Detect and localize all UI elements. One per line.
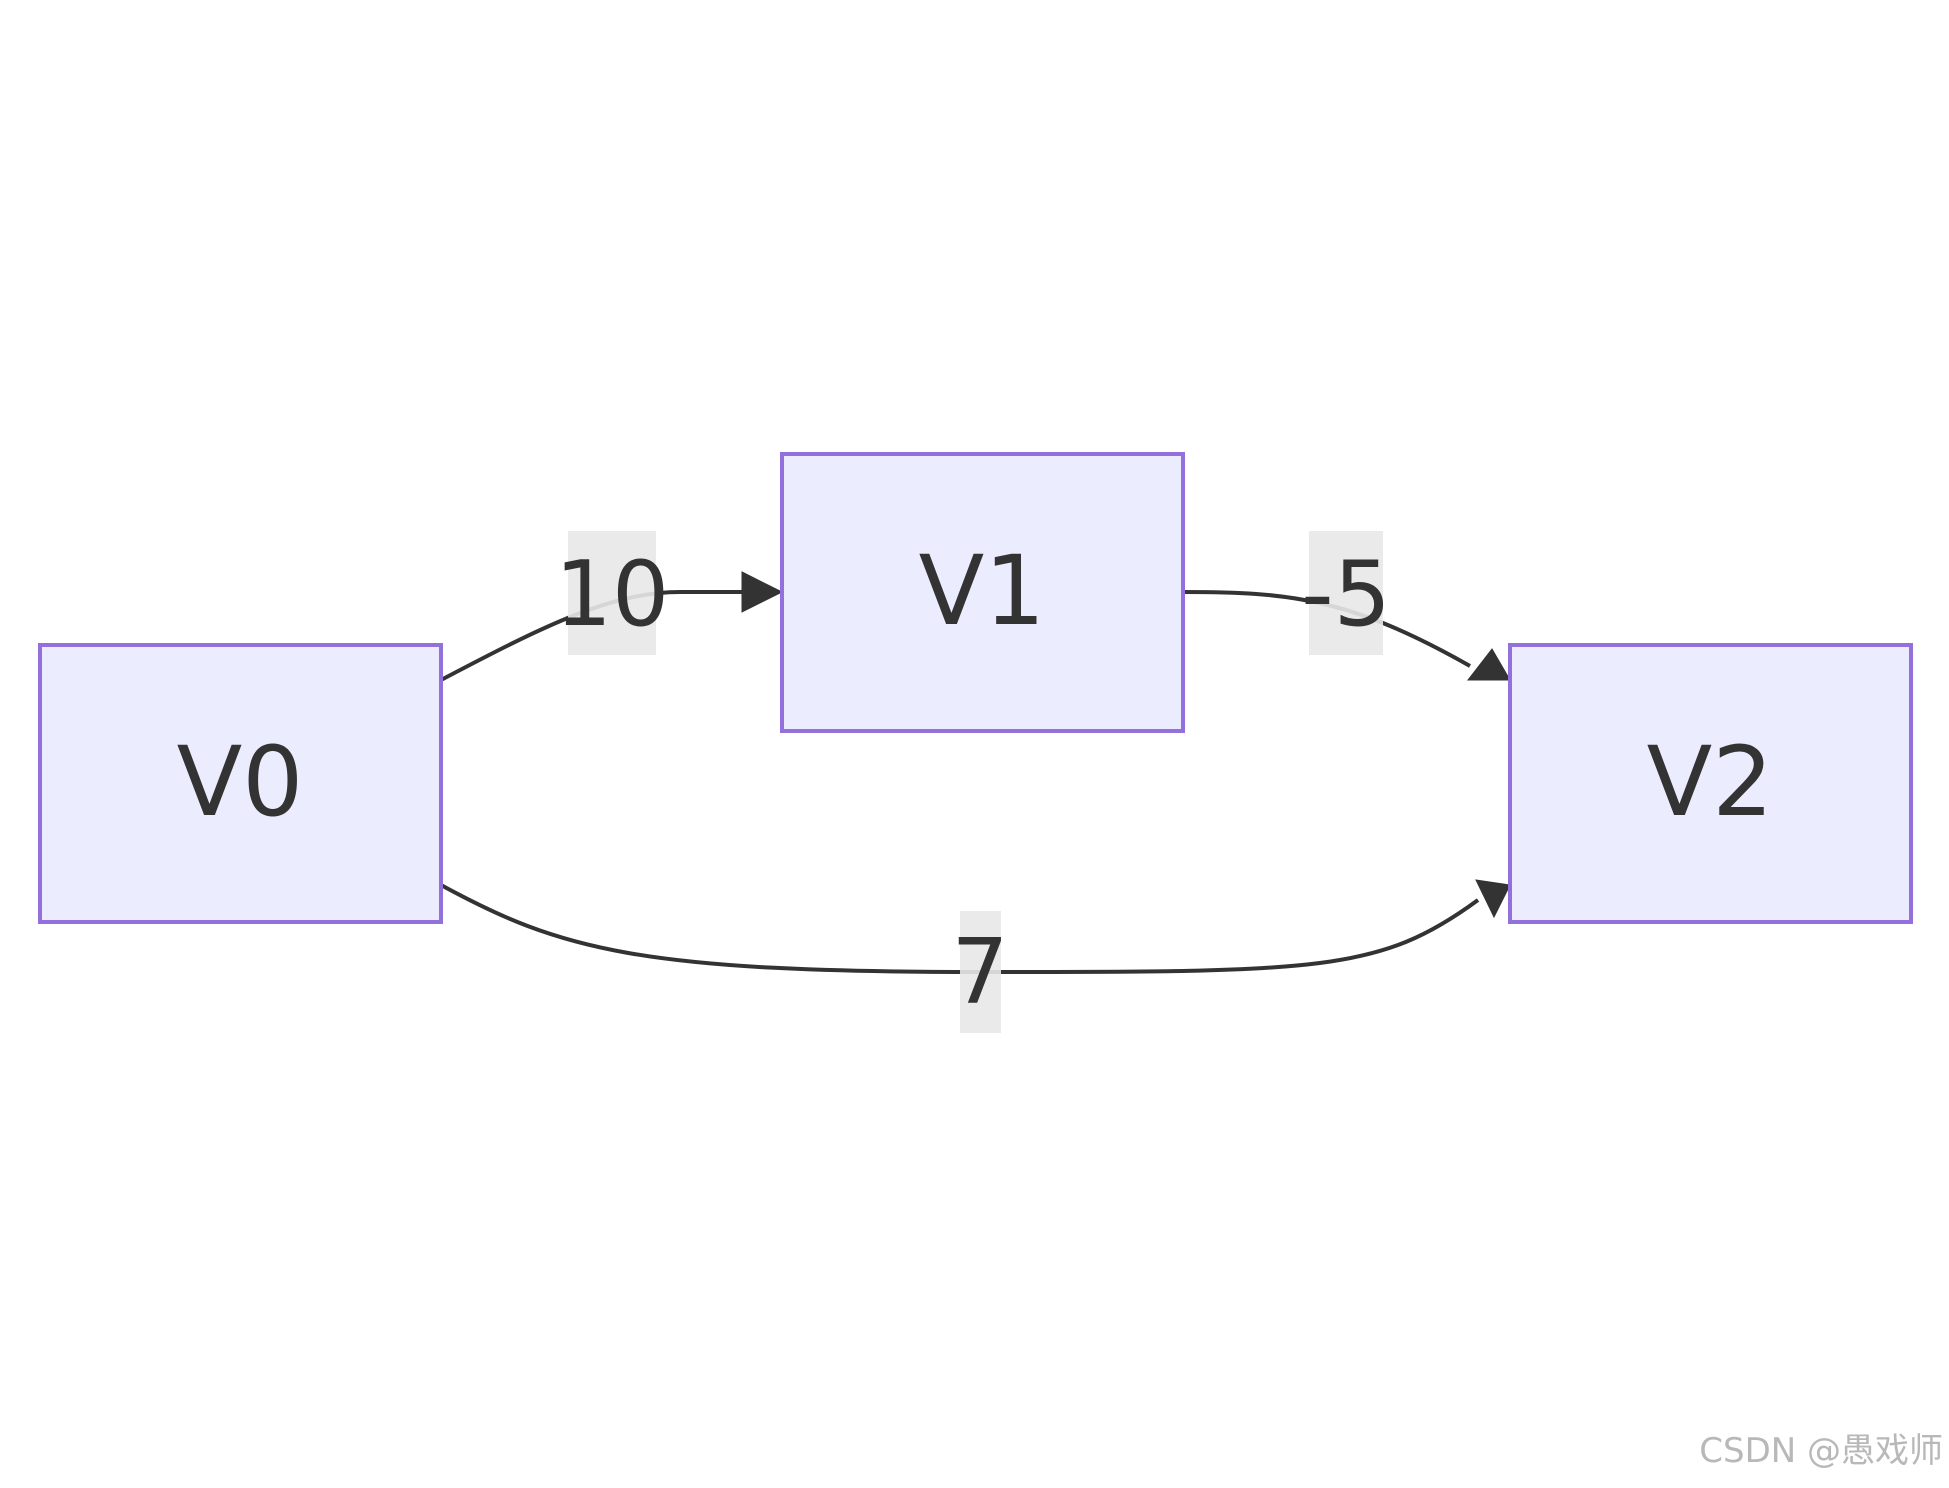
node-box-v0 [38,643,443,924]
arrowhead-v0-v2 [1475,879,1511,919]
edge-label-bg-v1-v2 [1309,531,1383,655]
node-box-v1 [780,452,1185,733]
edge-label-v0-v1: 10 [555,531,670,655]
edge-weight-v0-v2: 7 [951,920,1008,1025]
edge-weight-v1-v2: -5 [1301,542,1391,647]
edge-label-bg-v0-v2 [960,911,1001,1033]
node-box-v2 [1508,643,1913,924]
node-label-v0: V0 [177,726,304,838]
watermark: CSDN @愚戏师 [1699,1431,1943,1471]
node-label-v2: V2 [1647,726,1774,838]
node-v0: V0 [38,643,443,924]
node-label-v1: V1 [919,535,1046,647]
arrowhead-v0-v1 [741,571,784,613]
edge-label-v1-v2: -5 [1301,531,1391,655]
edge-label-v0-v2: 7 [951,911,1009,1033]
arrowhead-v1-v2 [1466,648,1511,681]
node-v2: V2 [1508,643,1913,924]
edge-weight-v0-v1: 10 [555,542,670,647]
node-v1: V1 [780,452,1185,733]
edge-label-bg-v0-v1 [568,531,656,655]
